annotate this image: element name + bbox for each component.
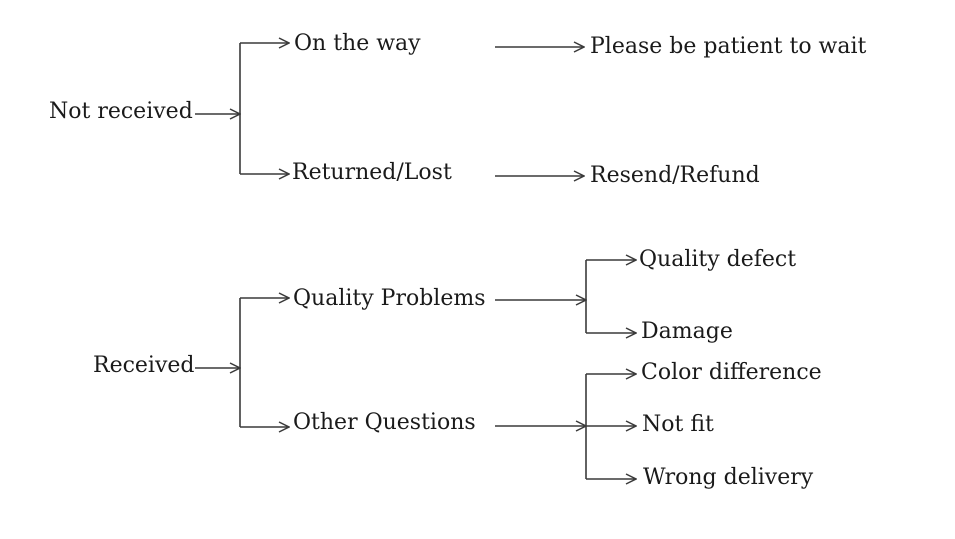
node-other-questions: Other Questions	[293, 410, 476, 435]
node-received: Received	[93, 353, 195, 378]
node-on-the-way: On the way	[294, 31, 421, 56]
node-wrong-delivery: Wrong delivery	[643, 465, 814, 490]
node-resend-refund: Resend/Refund	[590, 163, 760, 188]
node-returned-lost: Returned/Lost	[292, 160, 452, 185]
node-not-fit: Not fit	[642, 412, 714, 437]
node-please-be-patient: Please be patient to wait	[590, 34, 867, 59]
node-quality-problems: Quality Problems	[293, 286, 486, 311]
node-quality-defect: Quality defect	[639, 247, 797, 272]
node-not-received: Not received	[49, 99, 193, 124]
node-damage: Damage	[641, 319, 733, 344]
node-color-difference: Color difference	[641, 360, 822, 385]
